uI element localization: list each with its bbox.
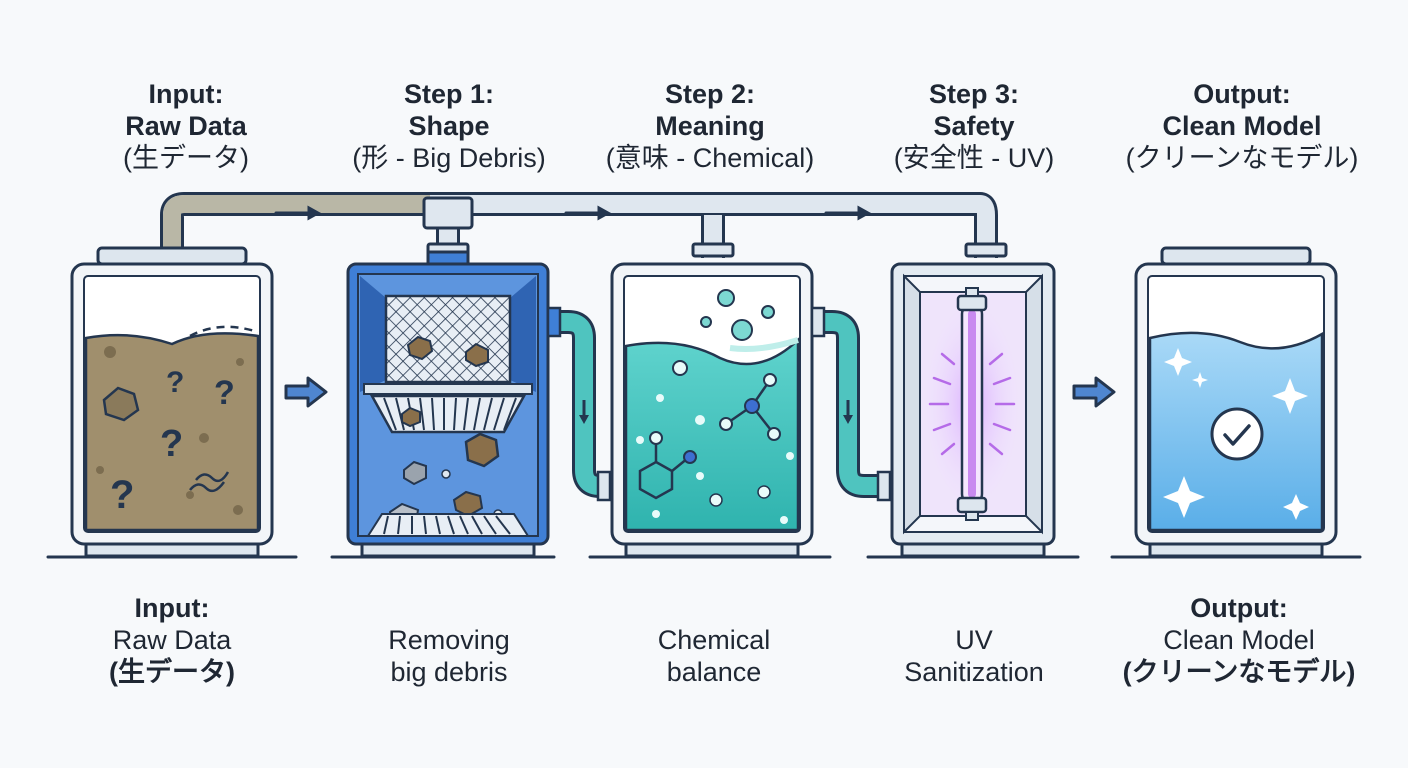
- svg-text:?: ?: [214, 374, 235, 412]
- stage-subtitle: (生データ): [123, 143, 249, 173]
- stage-name: Raw Data: [125, 111, 247, 141]
- svg-text:?: ?: [166, 366, 184, 399]
- top-pipe: [160, 192, 1008, 330]
- stage-subtitle: (意味 - Chemical): [605, 143, 815, 173]
- stage-caption-step3: UV Sanitization: [854, 592, 1094, 688]
- caption-line: Clean Model: [1163, 625, 1315, 655]
- svg-text:?: ?: [160, 423, 183, 465]
- caption-line: [594, 592, 834, 624]
- arrow-right-icon: [1072, 376, 1116, 408]
- stage-subtitle: (安全性 - UV): [893, 143, 1055, 173]
- caption-line: (クリーンなモデル): [1122, 657, 1356, 687]
- tank-chemical: [610, 262, 814, 558]
- svg-text:?: ?: [110, 473, 134, 517]
- stage-caption-step2: Chemical balance: [594, 592, 834, 688]
- stage-subtitle: (クリーンなモデル): [1125, 143, 1359, 173]
- caption-line: big debris: [390, 657, 508, 687]
- stage-step-label: Step 2:: [664, 79, 756, 109]
- stage-step-label: Step 1:: [403, 79, 495, 109]
- stage-name: Safety: [933, 111, 1015, 141]
- caption-line: Raw Data: [112, 625, 232, 655]
- caption-line: [329, 592, 569, 624]
- stage-caption-step1: Removing big debris: [329, 592, 569, 688]
- stage-subtitle: (形 - Big Debris): [352, 143, 546, 173]
- tank-clean-model: [1134, 246, 1338, 558]
- stage-name: Clean Model: [1162, 111, 1322, 141]
- tank-debris-filter: [346, 250, 550, 558]
- stage-step-label: Input:: [148, 79, 224, 109]
- stage-title-output: Output: Clean Model (クリーンなモデル): [1122, 78, 1362, 174]
- tank-raw-data: ? ? ? ?: [70, 246, 274, 558]
- caption-line: balance: [666, 657, 762, 687]
- stage-step-label: Output:: [1193, 79, 1291, 109]
- caption-line: Chemical: [657, 625, 771, 655]
- tank-uv: [890, 262, 1056, 558]
- caption-line: Output:: [1190, 593, 1288, 623]
- side-pipe: [810, 306, 892, 502]
- stage-name: Meaning: [655, 111, 765, 141]
- caption-line: Sanitization: [904, 657, 1044, 687]
- caption-line: UV: [955, 625, 993, 655]
- stage-title-step2: Step 2: Meaning (意味 - Chemical): [590, 78, 830, 174]
- stage-name: Shape: [408, 111, 490, 141]
- side-pipe: [546, 306, 612, 502]
- arrow-right-icon: [284, 376, 328, 408]
- stage-title-step3: Step 3: Safety (安全性 - UV): [854, 78, 1094, 174]
- caption-line: (生データ): [109, 657, 235, 687]
- caption-line: Removing: [388, 625, 510, 655]
- stage-caption-output: Output: Clean Model (クリーンなモデル): [1119, 592, 1359, 688]
- stage-caption-input: Input: Raw Data (生データ): [52, 592, 292, 688]
- caption-line: [854, 592, 1094, 624]
- caption-line: Input:: [134, 593, 210, 623]
- stage-title-step1: Step 1: Shape (形 - Big Debris): [329, 78, 569, 174]
- stage-step-label: Step 3:: [928, 79, 1020, 109]
- stage-title-input: Input: Raw Data (生データ): [66, 78, 306, 174]
